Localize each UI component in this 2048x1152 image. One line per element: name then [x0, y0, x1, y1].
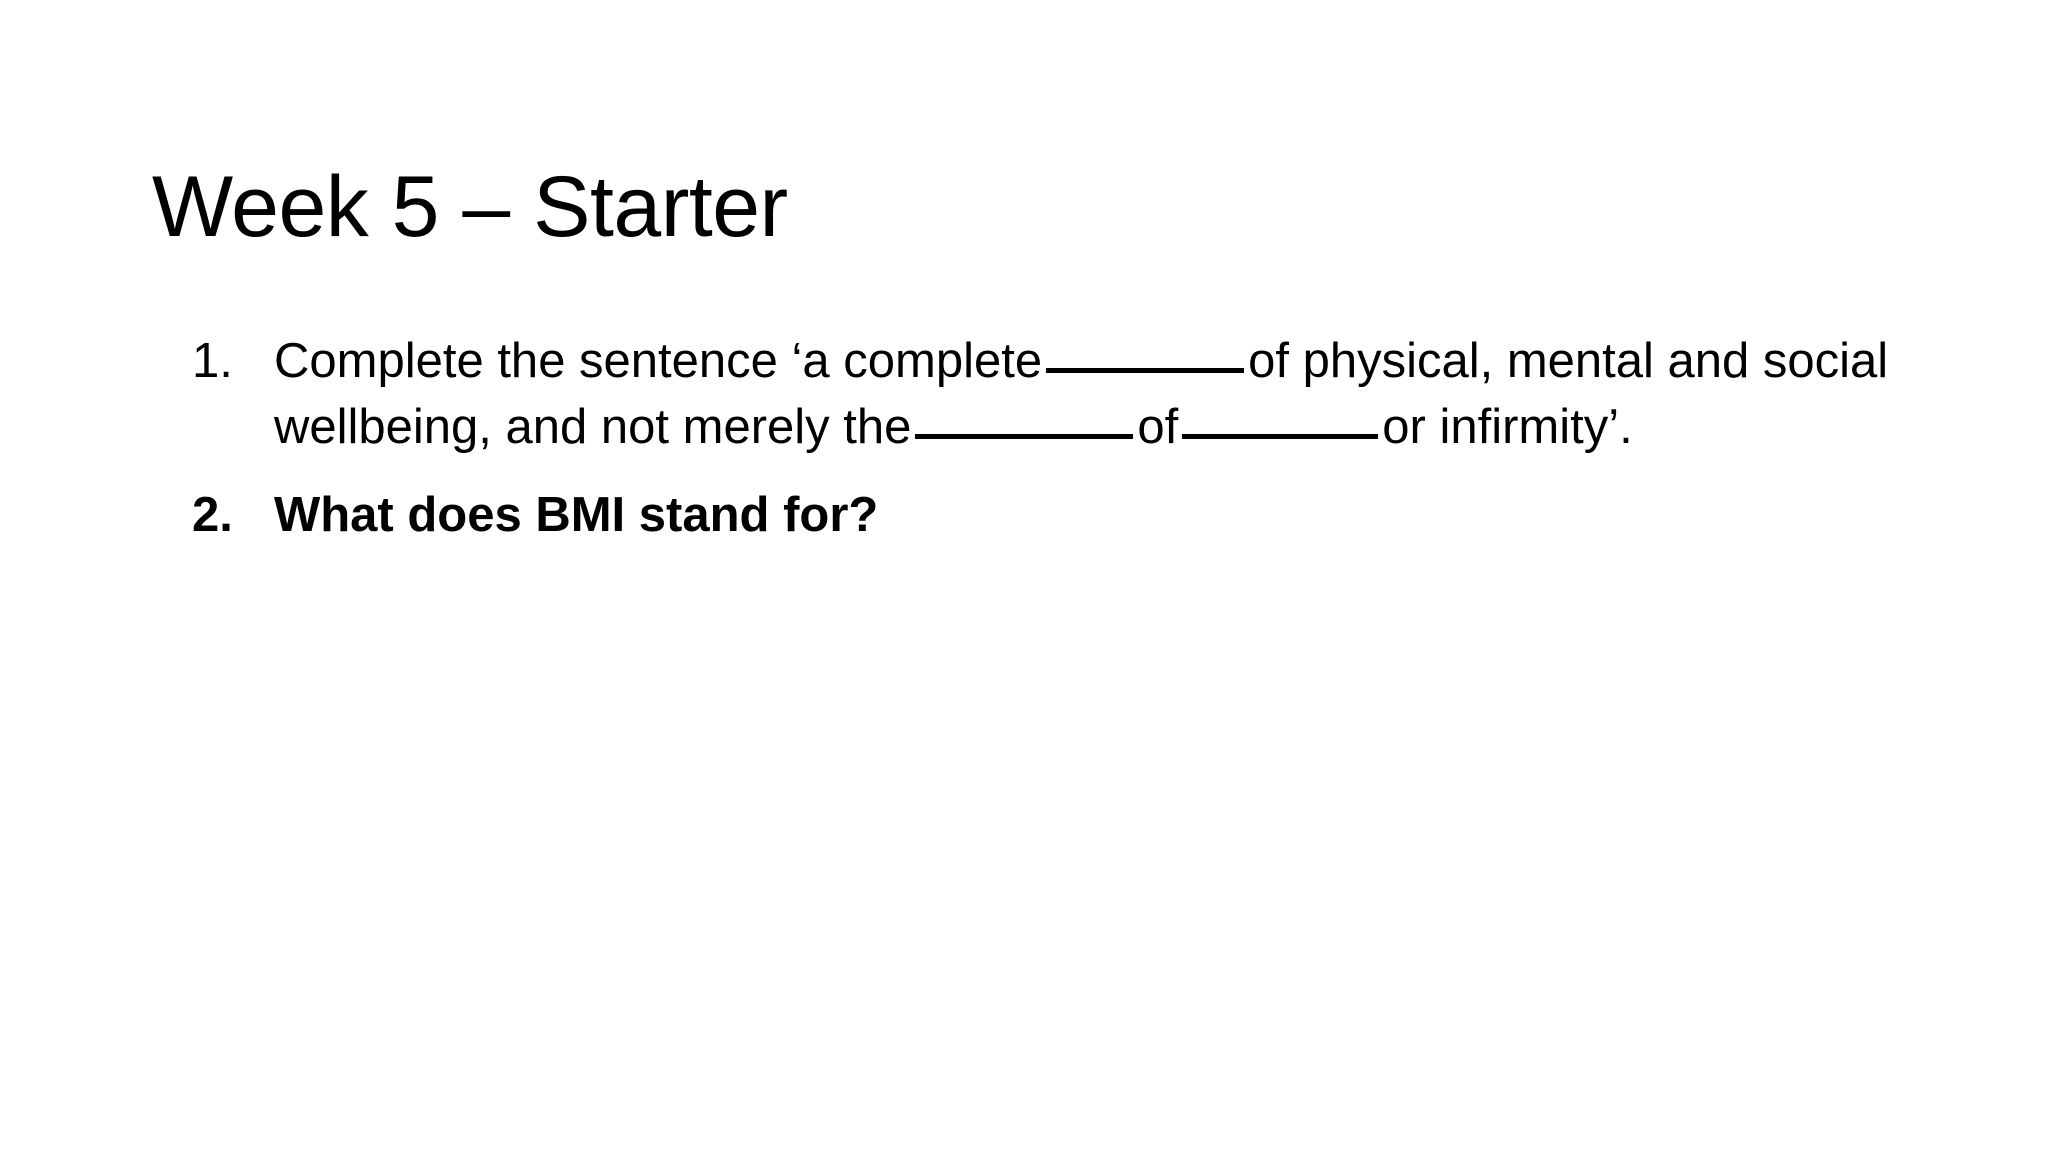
question-text-part: or infirmity’. — [1382, 400, 1633, 454]
fill-in-blank-2[interactable] — [915, 434, 1134, 439]
fill-in-blank-3[interactable] — [1182, 434, 1379, 439]
list-item-text: What does BMI stand for? — [274, 488, 879, 542]
list-item-number: 2. — [192, 488, 233, 542]
question-text-part: of — [1137, 400, 1179, 454]
question-text-part: Complete the sentence ‘a complete — [274, 334, 1043, 388]
list-item: 2. What does BMI stand for? — [192, 482, 1952, 548]
list-item-number: 1. — [192, 334, 233, 388]
fill-in-blank-1[interactable] — [1046, 368, 1245, 373]
question-text-part: of physical, mental and social wellbeing… — [274, 334, 1889, 454]
page-title: Week 5 – Starter — [152, 158, 788, 255]
